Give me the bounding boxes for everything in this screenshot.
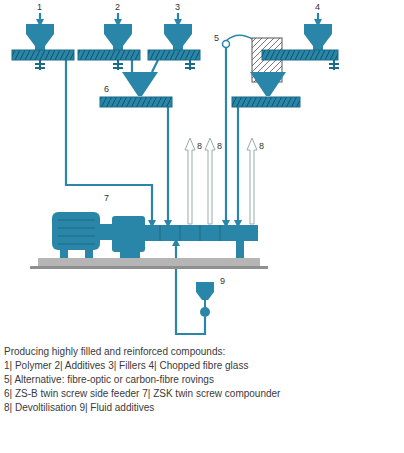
callout-number: 8 bbox=[217, 141, 222, 151]
callout-number: 3 bbox=[175, 2, 180, 12]
caption: Producing highly filled and reinforced c… bbox=[4, 345, 225, 358]
callout-number: 5 bbox=[214, 33, 219, 43]
callout-number: 7 bbox=[104, 193, 109, 203]
legend-line: 8| Devoltilisation 9| Fluid additives bbox=[4, 401, 154, 414]
callout-number: 8 bbox=[197, 141, 202, 151]
legend-line: 1| Polymer 2| Additives 3| Fillers 4| Ch… bbox=[4, 359, 248, 372]
callout-number: 8 bbox=[259, 141, 264, 151]
callout-number: 1 bbox=[37, 2, 42, 12]
callout-number: 2 bbox=[115, 2, 120, 12]
callout-number: 4 bbox=[315, 2, 320, 12]
callout-number: 6 bbox=[104, 84, 109, 94]
legend-line: 6| ZS-B twin screw side feeder 7| ZSK tw… bbox=[4, 387, 280, 400]
legend-line: 5| Alternative: fibre-optic or carbon-fi… bbox=[4, 373, 214, 386]
callout-number: 9 bbox=[220, 276, 225, 286]
